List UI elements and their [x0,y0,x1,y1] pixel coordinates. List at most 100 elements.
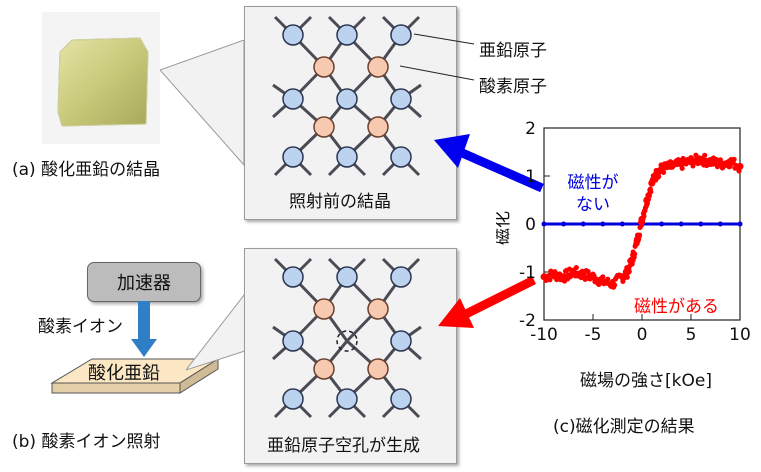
data-point [547,277,553,283]
oxygen-atom [367,116,389,138]
data-point [573,264,579,271]
oxygen-atom [367,56,389,78]
data-point [579,268,585,274]
data-point [605,276,611,282]
callout-wedge-top [160,40,245,167]
series-magnetic [540,152,744,290]
zno-sample-plate [50,358,220,394]
caption-c: (c)磁化測定の結果 [553,417,695,437]
oxygen-atom [313,56,335,78]
zinc-atom [282,388,304,410]
data-point [541,221,547,227]
zinc-atom [336,88,358,110]
data-point [644,200,650,207]
lattice-panel-top: 照射前の結晶 [244,6,457,220]
lattice-top-caption: 照射前の結晶 [289,192,391,212]
x-tick-label: -5 [585,325,602,345]
data-point [619,221,625,227]
zinc-atom [282,88,304,110]
data-point [737,221,743,227]
result-arrows [434,134,544,328]
zinc-atom [282,330,304,352]
data-point [698,221,704,227]
zinc-atom [282,146,304,168]
data-point [646,193,652,199]
data-point [717,221,723,227]
data-point [624,274,630,280]
data-point [641,213,647,219]
data-point [736,168,742,174]
x-tick-label: 10 [729,325,751,345]
data-point [600,221,606,227]
accelerator-label: 加速器 [117,273,171,294]
x-tick-label: -10 [530,325,558,345]
data-point [626,268,632,275]
crystal-photo [42,12,160,144]
ion-beam-arrow [131,301,157,357]
label-oxygen-atom: 酸素原子 [479,77,547,97]
zinc-atom [336,146,358,168]
data-point [713,156,720,163]
lattice-panel-bottom: 亜鉛原子空孔が生成 [244,248,457,464]
accelerator-box: 加速器 [87,262,201,302]
zinc-atom [390,330,412,352]
data-point [702,152,708,158]
x-tick-label: 0 [637,325,648,345]
label-nonmagnetic: 磁性がない [567,173,619,215]
data-point [629,261,635,267]
data-point [611,282,618,288]
x-axis-label: 磁場の強さ[kOe] [580,371,712,391]
y-axis-label: 磁化 [496,211,513,245]
data-point [632,251,638,257]
callout-lines [400,33,475,81]
arrow-red [438,298,474,328]
data-point [580,221,586,227]
data-point [656,174,662,180]
lattice-top [271,15,423,177]
data-point [639,219,646,225]
data-point [659,221,665,227]
data-point [678,221,684,227]
zno-sample-label: 酸化亜鉛 [88,363,160,384]
zinc-atom [336,24,358,46]
data-point [591,273,597,279]
zinc-vacancy [336,330,358,352]
zinc-atom [282,24,304,46]
oxygen-atom [313,298,335,320]
data-point [636,232,643,238]
caption-b: (b) 酸素イオン照射 [12,432,161,452]
data-point [600,274,606,280]
data-point [561,221,567,227]
zinc-atom [282,266,304,288]
ion-label: 酸素イオン [38,317,123,337]
oxygen-atom [367,298,389,320]
arrow-blue [434,134,470,168]
lattice-bottom-caption: 亜鉛原子空孔が生成 [267,436,420,456]
zinc-atom [390,388,412,410]
caption-a: (a) 酸化亜鉛の結晶 [12,160,161,180]
label-magnetic: 磁性がある [634,297,719,317]
zinc-atom [390,146,412,168]
label-zinc-atom: 亜鉛原子 [479,41,547,61]
y-tick-label: 2 [525,119,536,139]
zinc-atom [336,266,358,288]
oxygen-atom [367,358,389,380]
data-point [679,165,685,171]
data-point [585,268,591,275]
lattice-bottom [271,257,423,419]
zinc-atom [390,88,412,110]
data-point [648,189,654,195]
y-tick-label: -2 [519,311,536,331]
oxygen-atom [313,116,335,138]
data-point [731,156,737,162]
x-tick-label: 5 [686,325,697,345]
y-tick-label: 1 [525,167,536,187]
zinc-atom [336,388,358,410]
y-tick-label: 0 [525,215,536,235]
zinc-atom [390,24,412,46]
oxygen-atom [313,358,335,380]
y-tick-label: -1 [519,263,536,283]
zinc-atom [390,266,412,288]
data-point [660,169,667,175]
